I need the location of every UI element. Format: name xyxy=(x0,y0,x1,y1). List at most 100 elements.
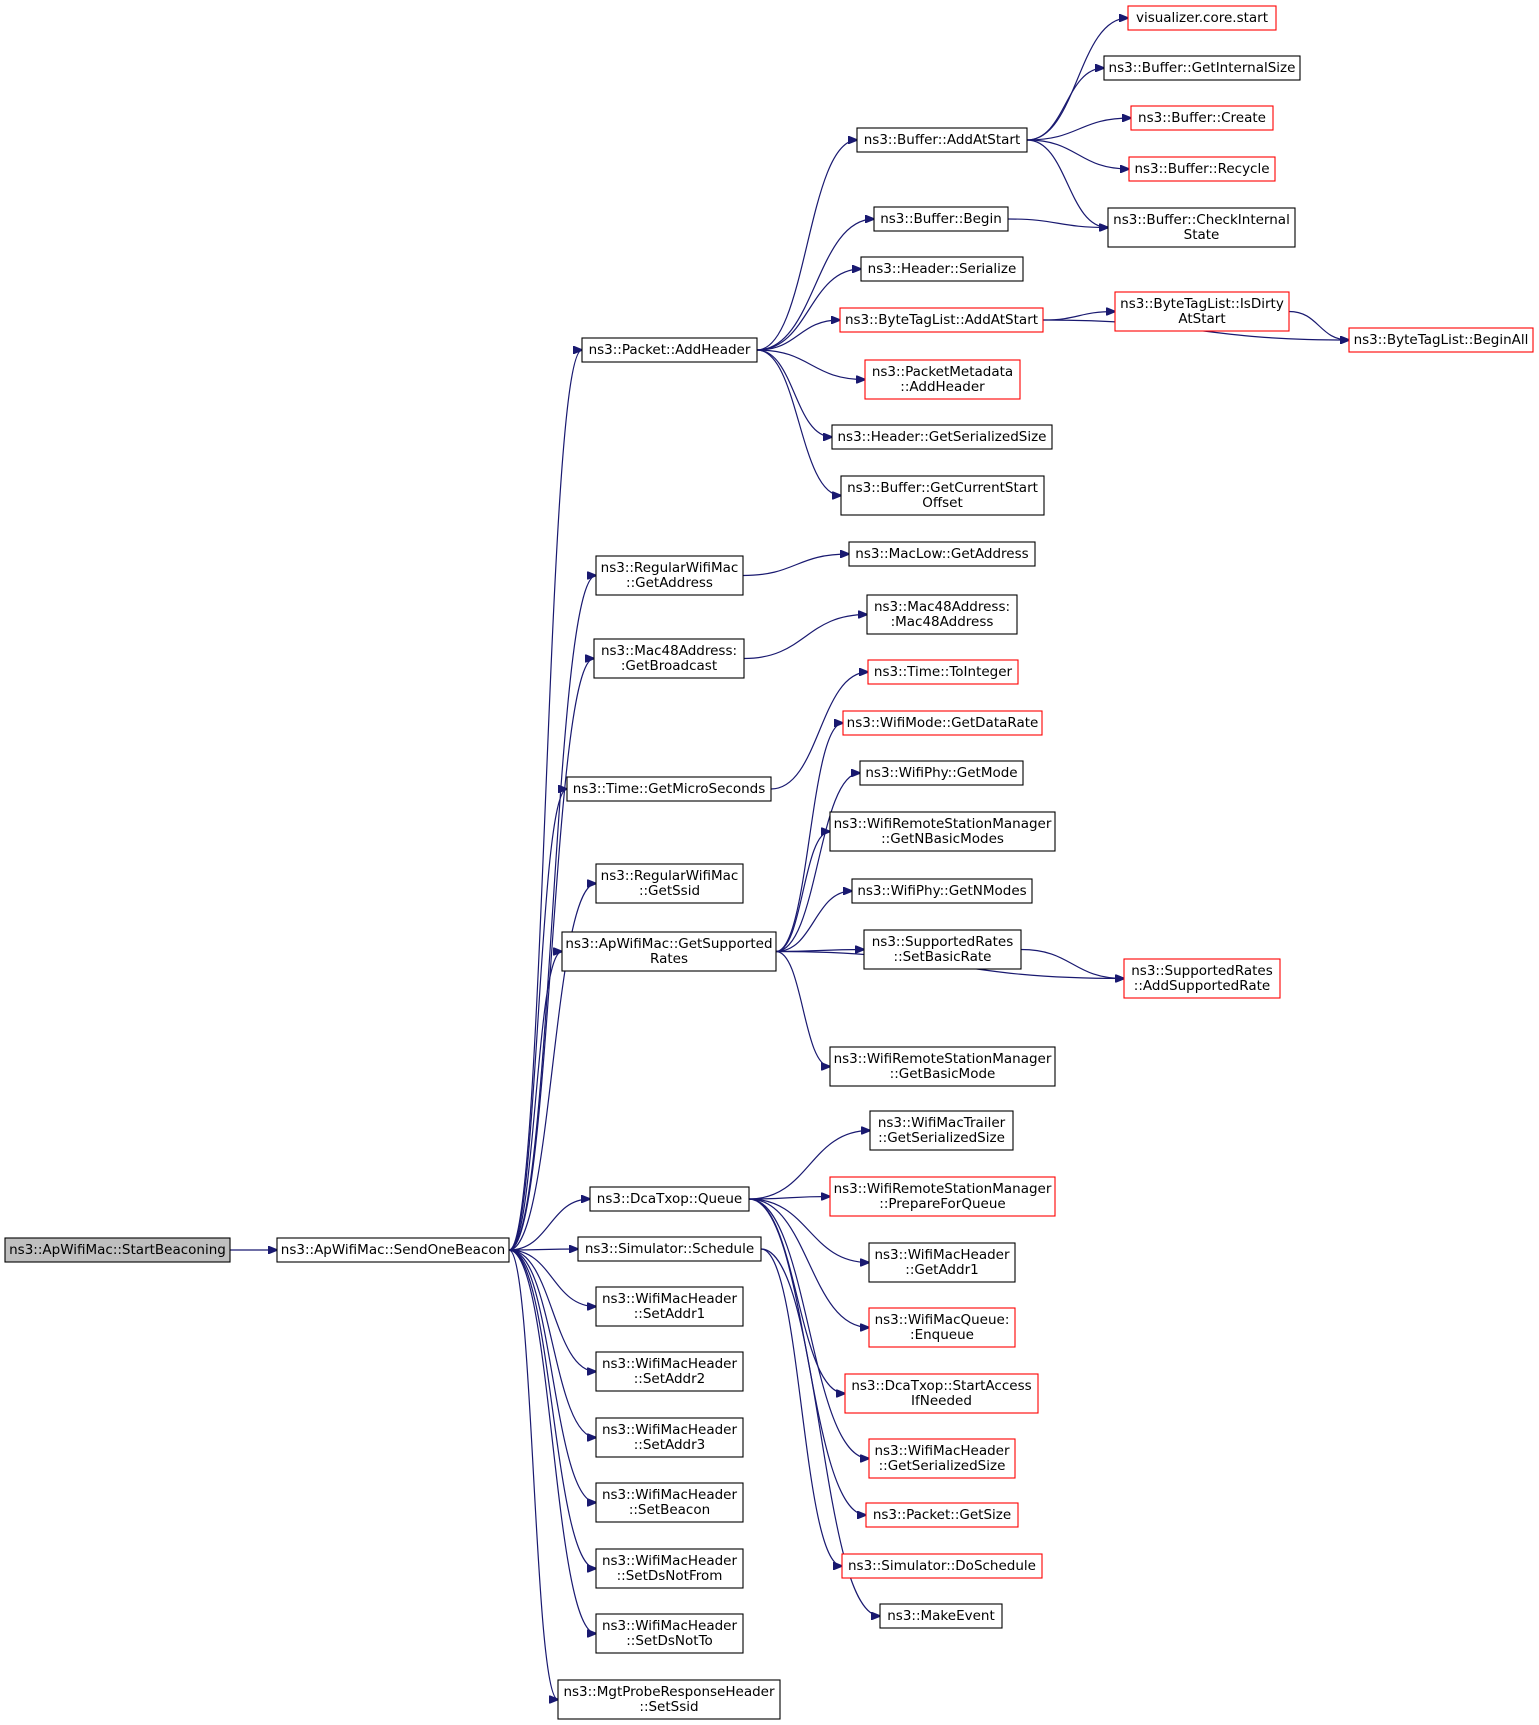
node-set-ds-not-from[interactable]: ns3::WifiMacHeader::SetDsNotFrom xyxy=(595,1548,744,1589)
node-supportedrates-set-basic-rate[interactable]: ns3::SupportedRates::SetBasicRate xyxy=(863,929,1022,970)
node-wifimode-get-data-rate[interactable]: ns3::WifiMode::GetDataRate xyxy=(842,710,1043,736)
node-box xyxy=(829,811,1056,852)
node-label: ::SetSsid xyxy=(639,1699,698,1715)
edge-send-one-beacon-to-get-supported-rates xyxy=(508,952,562,1251)
node-box xyxy=(868,1438,1016,1479)
edge-dcatxop-queue-to-wifimactrailer-get-serialized-size xyxy=(748,1131,870,1200)
node-start-beaconing[interactable]: ns3::ApWifiMac::StartBeaconing xyxy=(4,1237,231,1263)
node-set-addr3[interactable]: ns3::WifiMacHeader::SetAddr3 xyxy=(595,1417,744,1458)
edge-simulator-schedule-to-simulator-do-schedule xyxy=(760,1248,842,1566)
node-box xyxy=(851,878,1033,904)
node-packet-add-header[interactable]: ns3::Packet::AddHeader xyxy=(581,337,758,363)
edge-bytetaglist-add-at-start-to-bytetaglist-is-dirty-at-start xyxy=(1042,312,1115,321)
node-box xyxy=(577,1236,762,1262)
node-box xyxy=(860,256,1024,282)
node-label: ns3::Buffer::Begin xyxy=(880,211,1002,227)
node-label: ns3::DcaTxop::Queue xyxy=(597,1191,742,1207)
node-mgt-set-ssid[interactable]: ns3::MgtProbeResponseHeader::SetSsid xyxy=(557,1679,781,1720)
edge-packet-add-header-to-packetmetadata-add-header xyxy=(756,349,865,380)
node-maclow-get-address[interactable]: ns3::MacLow::GetAddress xyxy=(848,541,1036,567)
node-dcatxop-queue[interactable]: ns3::DcaTxop::Queue xyxy=(589,1186,750,1212)
edge-get-supported-rates-to-wrsm-get-basic-mode xyxy=(775,950,830,1067)
node-set-addr2[interactable]: ns3::WifiMacHeader::SetAddr2 xyxy=(595,1351,744,1392)
node-bytetaglist-add-at-start[interactable]: ns3::ByteTagList::AddAtStart xyxy=(839,307,1044,333)
node-wrsm-get-n-basic-modes[interactable]: ns3::WifiRemoteStationManager::GetNBasic… xyxy=(829,811,1056,852)
node-label: ns3::ApWifiMac::GetSupported xyxy=(565,936,772,952)
edge-send-one-beacon-to-mac48-get-broadcast xyxy=(508,659,594,1251)
node-label: ns3::Header::GetSerializedSize xyxy=(838,429,1047,445)
node-wifiphy-get-n-modes[interactable]: ns3::WifiPhy::GetNModes xyxy=(851,878,1033,904)
node-label: ::GetSsid xyxy=(639,883,700,899)
node-box xyxy=(865,1502,1019,1528)
node-box xyxy=(595,1548,744,1589)
node-simulator-do-schedule[interactable]: ns3::Simulator::DoSchedule xyxy=(841,1553,1043,1579)
node-visualizer-core-start[interactable]: visualizer.core.start xyxy=(1127,5,1277,31)
node-buffer-get-internal-size[interactable]: ns3::Buffer::GetInternalSize xyxy=(1103,55,1301,81)
node-regular-get-ssid[interactable]: ns3::RegularWifiMac::GetSsid xyxy=(595,863,744,904)
node-label: ::GetSerializedSize xyxy=(878,1130,1005,1146)
node-header-get-serialized-size[interactable]: ns3::Header::GetSerializedSize xyxy=(831,424,1053,450)
edge-regular-get-address-to-maclow-get-address xyxy=(742,554,849,577)
node-label: ns3::Simulator::Schedule xyxy=(585,1241,754,1257)
node-buffer-recycle[interactable]: ns3::Buffer::Recycle xyxy=(1128,156,1276,182)
node-send-one-beacon[interactable]: ns3::ApWifiMac::SendOneBeacon xyxy=(276,1237,510,1263)
edge-send-one-beacon-to-mgt-set-ssid xyxy=(508,1249,558,1700)
node-wifimacheader-get-serialized-size[interactable]: ns3::WifiMacHeader::GetSerializedSize xyxy=(868,1438,1016,1479)
node-wifiphy-get-mode[interactable]: ns3::WifiPhy::GetMode xyxy=(859,760,1024,786)
node-set-addr1[interactable]: ns3::WifiMacHeader::SetAddr1 xyxy=(595,1286,744,1327)
edge-buffer-add-at-start-to-buffer-recycle xyxy=(1026,139,1129,169)
node-packet-get-size[interactable]: ns3::Packet::GetSize xyxy=(865,1502,1019,1528)
node-time-get-microseconds[interactable]: ns3::Time::GetMicroSeconds xyxy=(566,776,772,802)
node-label: :GetBroadcast xyxy=(621,658,717,674)
edge-send-one-beacon-to-regular-get-address xyxy=(508,576,596,1251)
edge-dcatxop-queue-to-dcatxop-start-access-if-needed xyxy=(748,1198,845,1394)
node-label: AtStart xyxy=(1178,311,1225,327)
node-box xyxy=(864,359,1021,400)
node-box xyxy=(1114,291,1290,332)
node-label: ns3::ByteTagList::BeginAll xyxy=(1354,332,1529,348)
node-box xyxy=(595,555,744,596)
node-label: visualizer.core.start xyxy=(1136,10,1268,26)
node-set-ds-not-to[interactable]: ns3::WifiMacHeader::SetDsNotTo xyxy=(595,1613,744,1654)
node-buffer-begin[interactable]: ns3::Buffer::Begin xyxy=(873,206,1009,232)
edge-send-one-beacon-to-set-ds-not-from xyxy=(508,1249,596,1569)
node-label: ::AddHeader xyxy=(900,379,985,395)
node-label: ns3::WifiMacHeader xyxy=(602,1618,738,1634)
node-wifimacheader-get-addr1[interactable]: ns3::WifiMacHeader::GetAddr1 xyxy=(868,1242,1016,1283)
node-label: ns3::WifiMacTrailer xyxy=(878,1115,1006,1131)
node-simulator-schedule[interactable]: ns3::Simulator::Schedule xyxy=(577,1236,762,1262)
node-buffer-create[interactable]: ns3::Buffer::Create xyxy=(1130,105,1274,131)
node-bytetaglist-begin-all[interactable]: ns3::ByteTagList::BeginAll xyxy=(1348,327,1534,353)
edge-packet-add-header-to-bytetaglist-add-at-start xyxy=(756,320,840,351)
node-wrsm-prepare-for-queue[interactable]: ns3::WifiRemoteStationManager::PrepareFo… xyxy=(829,1176,1056,1217)
edge-send-one-beacon-to-time-get-microseconds xyxy=(508,789,567,1251)
node-label: ns3::WifiMacHeader xyxy=(602,1356,738,1372)
node-label: ns3::WifiRemoteStationManager xyxy=(834,816,1052,832)
node-label: ns3::Packet::GetSize xyxy=(873,1507,1011,1523)
node-label: ::SetDsNotTo xyxy=(626,1633,713,1649)
edge-buffer-add-at-start-to-buffer-check-internal-state xyxy=(1026,139,1108,228)
edge-send-one-beacon-to-set-addr1 xyxy=(508,1249,596,1307)
node-header-serialize[interactable]: ns3::Header::Serialize xyxy=(860,256,1024,282)
node-wifimactrailer-get-serialized-size[interactable]: ns3::WifiMacTrailer::GetSerializedSize xyxy=(869,1110,1014,1151)
node-wifimacqueue-enqueue[interactable]: ns3::WifiMacQueue::Enqueue xyxy=(868,1307,1016,1348)
node-supportedrates-add-supported-rate[interactable]: ns3::SupportedRates::AddSupportedRate xyxy=(1123,958,1281,999)
node-packetmetadata-add-header[interactable]: ns3::PacketMetadata::AddHeader xyxy=(864,359,1021,400)
node-mac48-get-broadcast[interactable]: ns3::Mac48Address::GetBroadcast xyxy=(593,638,745,679)
node-wrsm-get-basic-mode[interactable]: ns3::WifiRemoteStationManager::GetBasicM… xyxy=(829,1046,1056,1087)
node-buffer-add-at-start[interactable]: ns3::Buffer::AddAtStart xyxy=(856,127,1028,153)
node-mac48-mac48address[interactable]: ns3::Mac48Address::Mac48Address xyxy=(866,594,1018,635)
node-box xyxy=(595,1613,744,1654)
edge-packet-add-header-to-buffer-add-at-start xyxy=(756,140,857,351)
node-box xyxy=(557,1679,781,1720)
node-box xyxy=(595,1417,744,1458)
node-set-beacon[interactable]: ns3::WifiMacHeader::SetBeacon xyxy=(595,1482,744,1523)
node-make-event[interactable]: ns3::MakeEvent xyxy=(879,1603,1003,1629)
node-regular-get-address[interactable]: ns3::RegularWifiMac::GetAddress xyxy=(595,555,744,596)
node-time-to-integer[interactable]: ns3::Time::ToInteger xyxy=(867,659,1019,685)
